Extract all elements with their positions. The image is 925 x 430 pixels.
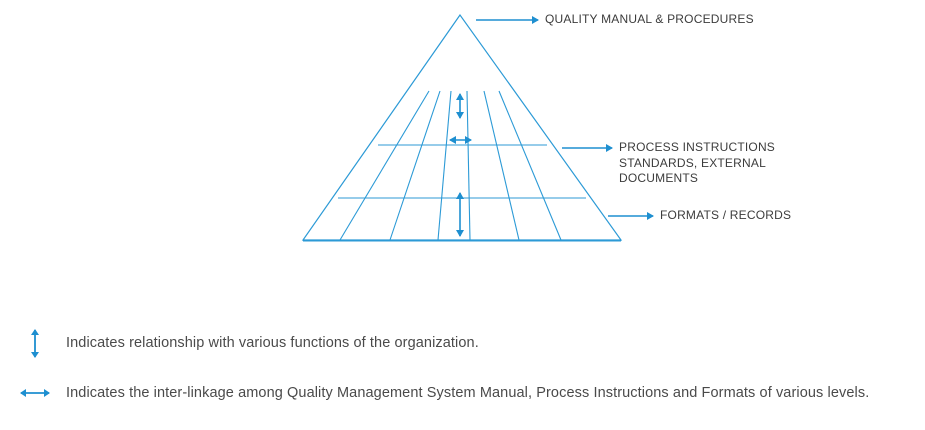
vertical-double-arrow-icon	[18, 326, 54, 362]
legend-item-relationship: Indicates relationship with various func…	[0, 326, 925, 362]
pyramid-outline	[301, 13, 623, 241]
legend-item-inter-linkage: Indicates the inter-linkage among Qualit…	[0, 375, 925, 411]
label-quality-manual: QUALITY MANUAL & PROCEDURES	[545, 12, 754, 28]
label-line: DOCUMENTS	[619, 171, 699, 185]
legend-text: Indicates relationship with various func…	[66, 335, 479, 351]
label-line: QUALITY MANUAL & PROCEDURES	[545, 12, 754, 26]
label-formats-records: FORMATS / RECORDS	[660, 208, 791, 224]
label-line: STANDARDS, EXTERNAL	[619, 155, 766, 170]
pyramid-diagram: QUALITY MANUAL & PROCEDURES PROCESS INST…	[301, 12, 791, 242]
function-lines	[339, 90, 562, 241]
label-process-instructions: PROCESS INSTRUCTIONS STANDARDS, EXTERNAL…	[619, 140, 775, 187]
horizontal-double-arrow-icon	[18, 375, 54, 411]
legend-text: Indicates the inter-linkage among Qualit…	[66, 385, 870, 401]
pyramid-svg	[301, 13, 654, 242]
label-line: PROCESS INSTRUCTIONS	[619, 140, 776, 154]
label-line: FORMATS / RECORDS	[660, 208, 792, 222]
